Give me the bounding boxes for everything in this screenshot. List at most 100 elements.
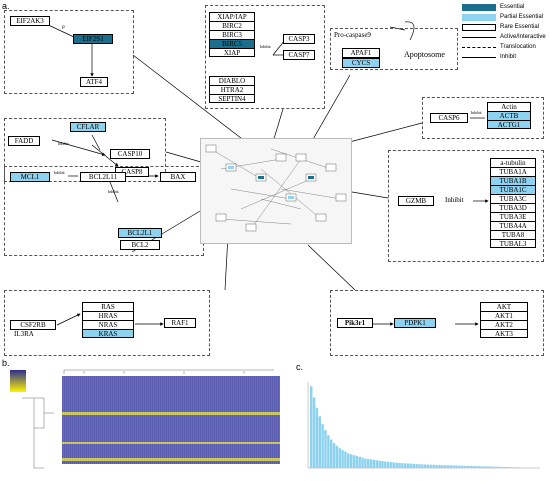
legend-swatch-active: [462, 37, 496, 38]
bar: [483, 466, 487, 468]
heatmap-colorbar: [10, 370, 26, 392]
bar: [432, 464, 435, 468]
gene-casp7: CASP7: [283, 50, 315, 60]
gene-bcl2l1: BCL2L1: [118, 228, 162, 238]
actin-panel: [422, 97, 544, 139]
bar: [481, 466, 484, 468]
gene-kras: KRAS: [82, 329, 134, 338]
gene-bcl2: BCL2: [120, 240, 160, 250]
edge-label-inhibit-actin: Inhibit: [471, 110, 482, 115]
bar: [392, 462, 396, 468]
heatmap-yellow-band-2: [62, 442, 280, 444]
label-procaspase9: Pro-caspase9: [334, 31, 371, 39]
tubulin-stack: a-tubulin TUBA1A TUBA1B TUBA1C TUBA3C TU…: [490, 158, 536, 248]
gene-hras: HRAS: [82, 311, 134, 320]
bar: [503, 466, 507, 468]
bar: [455, 465, 458, 468]
bar: [461, 465, 464, 468]
panel-label-a: a.: [2, 1, 10, 11]
gene-actg1: ACTG1: [487, 120, 531, 129]
legend-swatch-essential: [462, 4, 496, 11]
bar: [369, 459, 373, 468]
gene-a-tubulin: a-tubulin: [490, 158, 536, 167]
gene-tuba1c: TUBA1C: [490, 185, 536, 194]
bar: [338, 448, 341, 468]
gene-fadd: FADD: [8, 136, 40, 146]
bar: [498, 466, 501, 468]
bar: [469, 465, 473, 468]
gene-ras: RAS: [82, 302, 134, 311]
legend-swatch-rare: [462, 24, 496, 31]
bar: [347, 453, 350, 468]
bar: [512, 467, 515, 468]
gene-pik3r1: Pik3r1: [337, 318, 373, 328]
gene-akt2: AKT2: [480, 320, 528, 329]
bar-chart: [307, 382, 540, 469]
bar: [384, 461, 387, 468]
bar: [438, 464, 441, 468]
bar: [332, 443, 336, 468]
heatmap-panel: [4, 368, 288, 478]
edge-label-inhibit-cflar: Inhibit: [58, 141, 69, 146]
bar-chart-panel: [300, 370, 546, 478]
bar: [475, 466, 478, 468]
gene-apaf1: APAF1: [342, 48, 380, 58]
bar: [335, 445, 339, 468]
legend-swatch-inhibit: [462, 57, 496, 58]
bar: [341, 449, 344, 468]
gene-gzmb: GZMB: [398, 196, 434, 206]
bar: [441, 465, 444, 468]
bar: [472, 466, 475, 468]
actin-stack: Actin ACTB ACTG1: [487, 102, 531, 129]
bar: [367, 458, 370, 468]
legend-essential: Essential: [500, 4, 525, 10]
bar: [386, 461, 390, 468]
gene-eif2s1: EIF2S1: [73, 34, 113, 44]
pik3r1-panel: [330, 290, 544, 356]
gene-mcl1: MCL1: [10, 172, 50, 182]
bar: [378, 460, 381, 468]
gene-casp10: CASP10: [110, 149, 150, 159]
gene-akt1: AKT1: [480, 311, 528, 320]
ras-panel: [4, 290, 210, 356]
gene-casp3: CASP3: [283, 34, 315, 44]
diablo-stack: DIABLO HTRA2 SEPTIN4: [209, 76, 255, 103]
bar: [509, 467, 512, 468]
ras-stack: RAS HRAS NRAS KRAS: [82, 302, 134, 338]
bar: [489, 466, 492, 468]
edge-label-inhibit-gzmb: Inhibit: [445, 196, 464, 204]
bar: [518, 467, 521, 468]
heatmap-matrix: [62, 376, 280, 464]
gene-il3ra: IL3RA: [14, 330, 34, 338]
bar: [355, 455, 359, 468]
bar: [398, 462, 401, 468]
gene-tubal3: TUBAL3: [490, 239, 536, 248]
gene-csf2rb: CSF2RB: [10, 320, 56, 330]
bar: [372, 459, 376, 468]
gene-htra2: HTRA2: [209, 85, 255, 94]
gene-akt3: AKT3: [480, 329, 528, 338]
bar: [466, 465, 470, 468]
gene-eif2ak3: EIF2AK3: [10, 16, 50, 26]
gene-diablo: DIABLO: [209, 76, 255, 85]
bar: [324, 430, 327, 468]
central-network: [200, 138, 352, 244]
edge-label-inhibit-mcl1: Inhibit: [54, 170, 65, 175]
gene-tuba3d: TUBA3D: [490, 203, 536, 212]
bar: [421, 464, 424, 468]
gene-birc5: BIRC5: [209, 39, 255, 48]
gene-birc2: BIRC2: [209, 21, 255, 30]
bar: [361, 457, 364, 468]
bar: [312, 397, 316, 468]
bar: [506, 467, 510, 468]
bar: [412, 463, 416, 468]
bar: [452, 465, 455, 468]
bar: [310, 386, 313, 468]
gene-raf1: RAF1: [164, 318, 196, 328]
gene-septin4: SEPTIN4: [209, 94, 255, 103]
gene-tuba3c: TUBA3C: [490, 194, 536, 203]
bar: [495, 466, 498, 468]
bar: [449, 465, 453, 468]
gene-pdpk1: PDPK1: [394, 318, 436, 328]
gene-actb: ACTB: [487, 111, 531, 120]
